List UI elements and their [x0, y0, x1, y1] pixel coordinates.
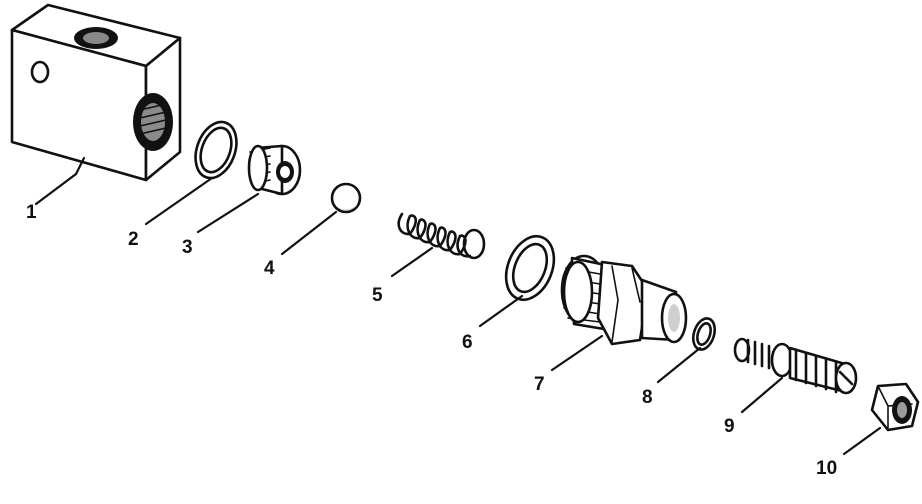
o-ring — [194, 120, 238, 180]
callout-label-1: 1 — [26, 202, 37, 223]
check-ball — [330, 182, 362, 214]
callout-label-5: 5 — [372, 285, 383, 306]
callout-label-4: 4 — [264, 258, 275, 279]
leader-line-4 — [280, 210, 338, 256]
spring — [397, 212, 486, 260]
valve-body-block — [10, 3, 182, 182]
callout-label-6: 6 — [462, 332, 473, 353]
small-o-ring — [691, 317, 717, 351]
leader-line-9 — [740, 376, 784, 414]
callout-label-10: 10 — [816, 458, 837, 479]
leader-line-7 — [550, 334, 604, 372]
callout-label-7: 7 — [534, 374, 545, 395]
leader-line-8 — [656, 346, 702, 384]
callout-labels: 1 2 3 4 5 6 7 8 9 10 — [26, 202, 837, 479]
hex-nut — [870, 382, 920, 432]
leader-line-6 — [478, 294, 524, 328]
leader-line-2 — [144, 176, 214, 226]
callout-label-2: 2 — [128, 229, 139, 250]
leader-line-10 — [842, 426, 882, 456]
leader-lines — [34, 156, 882, 456]
adjusting-screw — [733, 337, 858, 395]
hex-adapter-fitting — [560, 254, 688, 346]
leader-line-1 — [34, 156, 86, 206]
callout-label-3: 3 — [182, 237, 193, 258]
large-o-ring — [504, 235, 556, 301]
leader-line-5 — [390, 246, 434, 278]
callout-label-9: 9 — [724, 416, 735, 437]
callout-label-8: 8 — [642, 387, 653, 408]
threaded-seat — [247, 144, 302, 196]
leader-line-3 — [196, 192, 260, 234]
